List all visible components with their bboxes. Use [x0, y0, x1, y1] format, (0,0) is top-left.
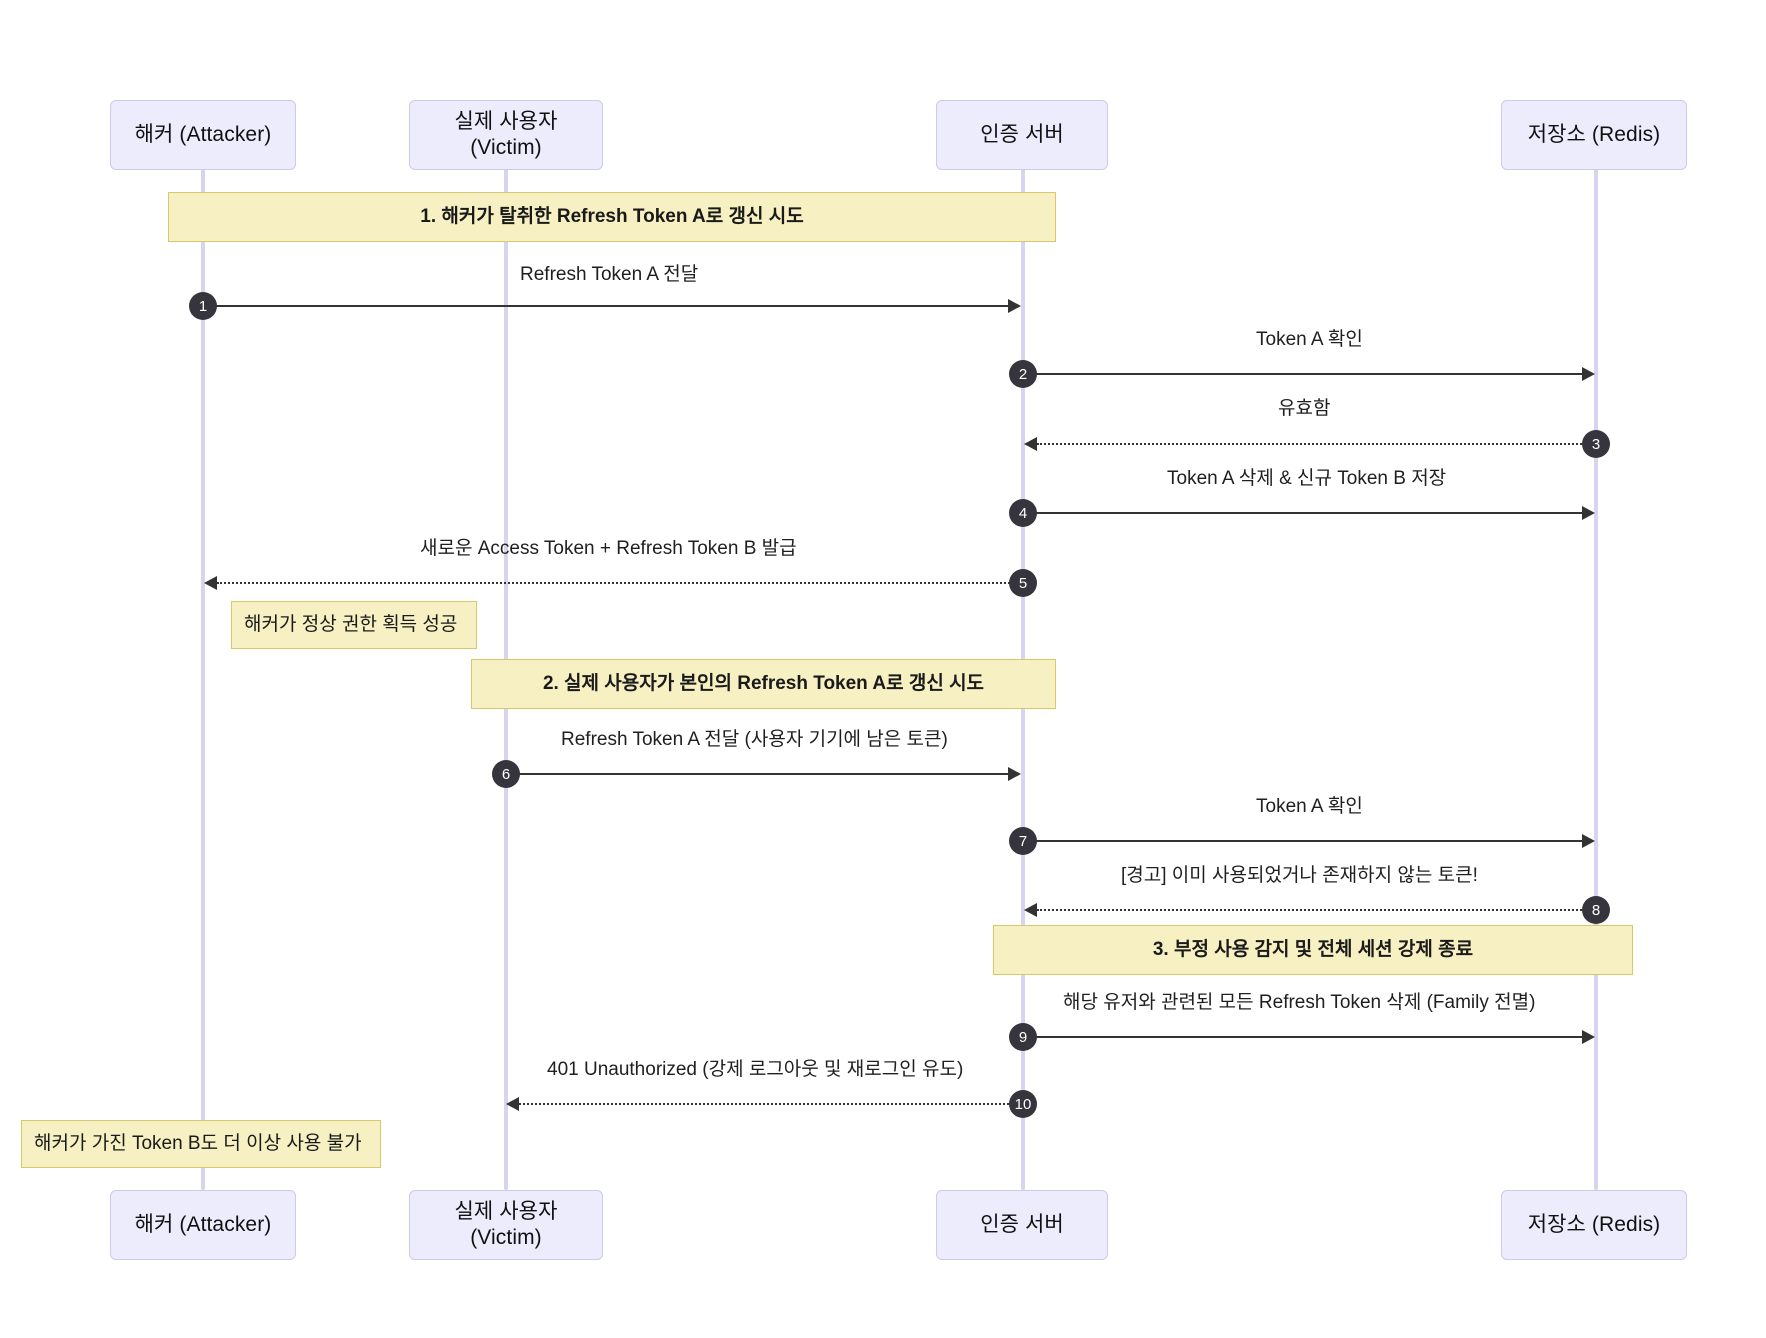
message-5-line: [217, 582, 1010, 584]
message-7-sequence-badge: 7: [1009, 827, 1037, 855]
message-7-label: Token A 확인: [1256, 796, 1363, 817]
participant-server-bottom[interactable]: 인증 서버: [936, 1190, 1108, 1260]
message-10-sequence-badge: 10: [1009, 1090, 1037, 1118]
note-text: 해커가 가진 Token B도 더 이상 사용 불가: [34, 1132, 362, 1154]
participant-label: 해커 (Attacker): [134, 1212, 272, 1236]
message-9-sequence-badge: 9: [1009, 1023, 1037, 1051]
participant-server-top[interactable]: 인증 서버: [936, 100, 1108, 170]
participant-attacker-bottom[interactable]: 해커 (Attacker): [110, 1190, 296, 1260]
message-8-label: [경고] 이미 사용되었거나 존재하지 않는 토큰!: [1121, 865, 1478, 886]
note-section-1: 1. 해커가 탈취한 Refresh Token A로 갱신 시도: [168, 192, 1056, 242]
note-text: 3. 부정 사용 감지 및 전체 세션 강제 종료: [1152, 938, 1474, 960]
message-10-line: [519, 1103, 1009, 1105]
message-5-arrowhead: [204, 576, 217, 590]
message-10-label: 401 Unauthorized (강제 로그아웃 및 재로그인 유도): [547, 1059, 964, 1080]
message-4-line: [1023, 512, 1585, 514]
message-1-arrowhead: [1008, 299, 1021, 313]
participant-label: 실제 사용자 (Victim): [454, 1199, 558, 1249]
message-1-label: Refresh Token A 전달: [520, 264, 699, 285]
message-8-sequence-badge: 8: [1582, 896, 1610, 924]
message-4-label: Token A 삭제 & 신규 Token B 저장: [1167, 468, 1447, 489]
participant-label: 인증 서버: [980, 122, 1064, 146]
participant-label: 저장소 (Redis): [1527, 1212, 1661, 1236]
message-3-arrowhead: [1024, 437, 1037, 451]
lifeline-redis: [1594, 168, 1598, 1190]
participant-redis-bottom[interactable]: 저장소 (Redis): [1501, 1190, 1687, 1260]
message-8-arrowhead: [1024, 903, 1037, 917]
note-token-b-dead: 해커가 가진 Token B도 더 이상 사용 불가: [21, 1120, 381, 1168]
message-3-sequence-badge: 3: [1582, 430, 1610, 458]
message-9-line: [1023, 1036, 1585, 1038]
participant-victim-top[interactable]: 실제 사용자 (Victim): [409, 100, 603, 170]
message-3-label: 유효함: [1278, 398, 1331, 419]
note-text: 1. 해커가 탈취한 Refresh Token A로 갱신 시도: [420, 205, 804, 227]
message-5-label: 새로운 Access Token + Refresh Token B 발급: [420, 538, 797, 559]
participant-label: 해커 (Attacker): [134, 122, 272, 146]
message-8-line: [1037, 909, 1593, 911]
message-1-sequence-badge: 1: [189, 292, 217, 320]
message-10-arrowhead: [506, 1097, 519, 1111]
message-5-sequence-badge: 5: [1009, 569, 1037, 597]
message-7-line: [1023, 840, 1585, 842]
note-text: 2. 실제 사용자가 본인의 Refresh Token A로 갱신 시도: [542, 672, 985, 694]
participant-redis-top[interactable]: 저장소 (Redis): [1501, 100, 1687, 170]
message-4-sequence-badge: 4: [1009, 499, 1037, 527]
participant-label: 실제 사용자 (Victim): [454, 109, 558, 159]
message-2-label: Token A 확인: [1256, 329, 1363, 350]
note-attacker-success: 해커가 정상 권한 획득 성공: [231, 601, 477, 649]
message-6-label: Refresh Token A 전달 (사용자 기기에 남은 토큰): [561, 729, 948, 750]
note-text: 해커가 정상 권한 획득 성공: [244, 613, 458, 635]
participant-victim-bottom[interactable]: 실제 사용자 (Victim): [409, 1190, 603, 1260]
message-9-label: 해당 유저와 관련된 모든 Refresh Token 삭제 (Family 전…: [1063, 992, 1536, 1013]
participant-label: 인증 서버: [980, 1212, 1064, 1236]
message-1-line: [203, 305, 1009, 307]
message-4-arrowhead: [1582, 506, 1595, 520]
message-9-arrowhead: [1582, 1030, 1595, 1044]
message-7-arrowhead: [1582, 834, 1595, 848]
message-2-arrowhead: [1582, 367, 1595, 381]
lifeline-attacker: [201, 168, 205, 1190]
message-2-line: [1023, 373, 1585, 375]
message-6-sequence-badge: 6: [492, 760, 520, 788]
message-2-sequence-badge: 2: [1009, 360, 1037, 388]
note-section-2: 2. 실제 사용자가 본인의 Refresh Token A로 갱신 시도: [471, 659, 1056, 709]
message-3-line: [1037, 443, 1593, 445]
participant-attacker-top[interactable]: 해커 (Attacker): [110, 100, 296, 170]
note-section-3: 3. 부정 사용 감지 및 전체 세션 강제 종료: [993, 925, 1633, 975]
participant-label: 저장소 (Redis): [1527, 122, 1661, 146]
message-6-arrowhead: [1008, 767, 1021, 781]
message-6-line: [506, 773, 1009, 775]
